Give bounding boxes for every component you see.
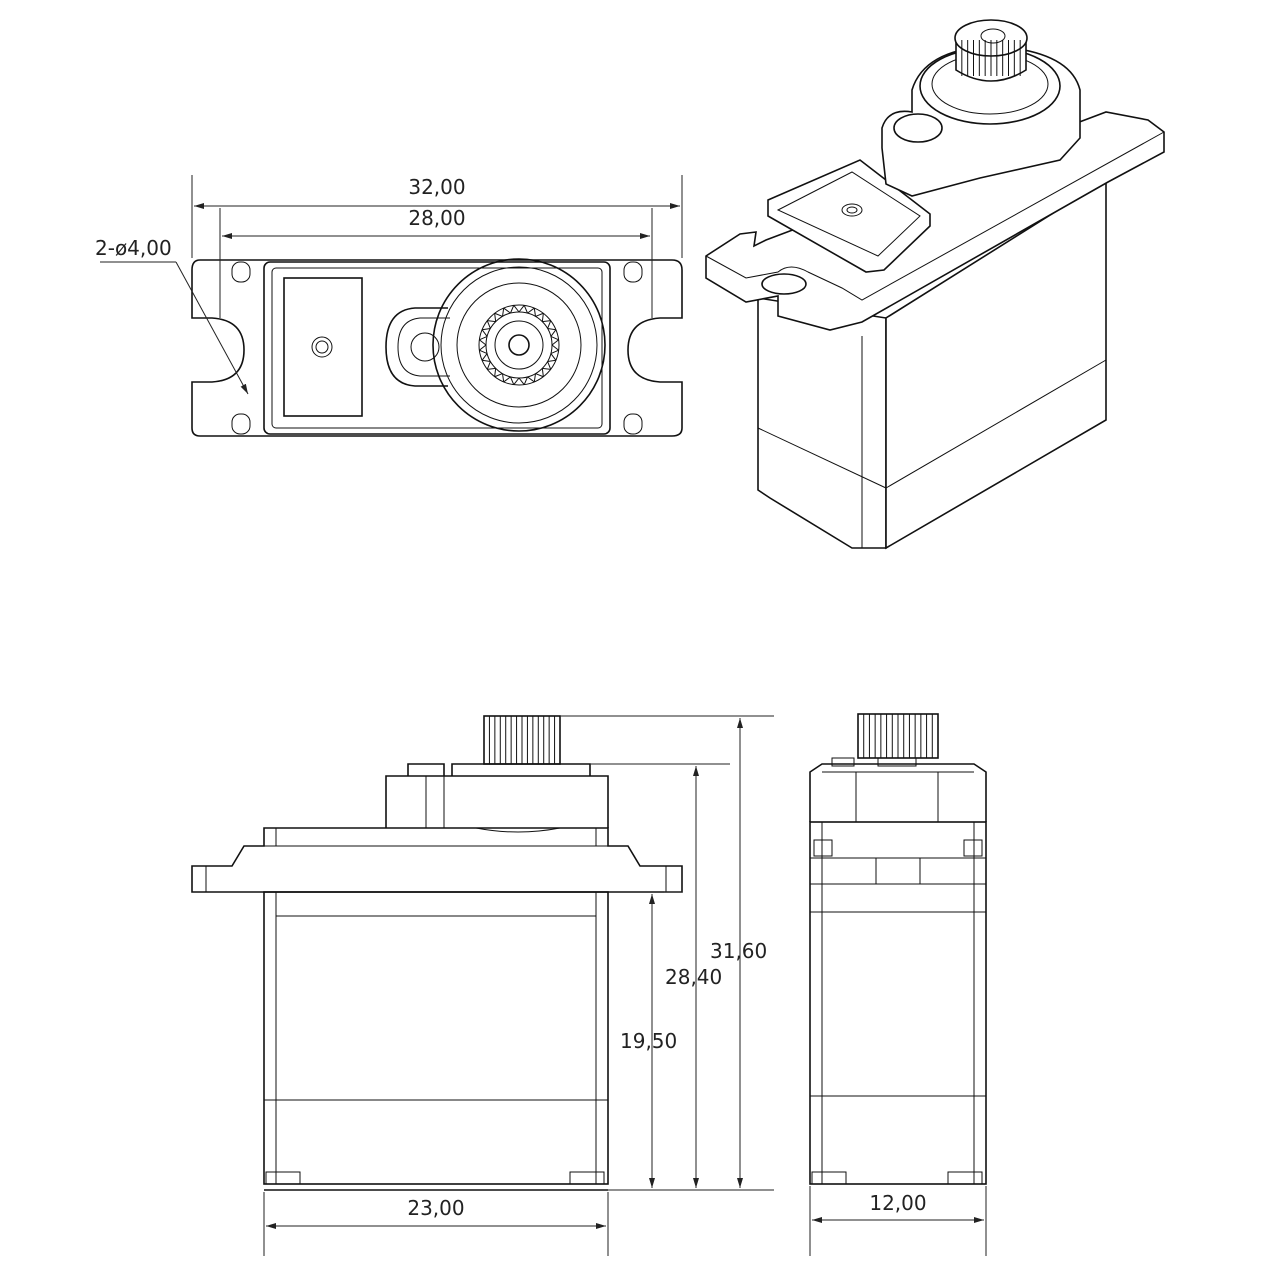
spline-tooth-line [494, 313, 497, 322]
spline-tooth-line [487, 320, 496, 323]
spline-tooth-line [542, 367, 551, 370]
spline-tooth-line [523, 376, 529, 385]
spline-tooth-line [518, 305, 525, 313]
dim-body-depth: 12,00 [869, 1191, 926, 1215]
spline-tooth-line [479, 349, 488, 355]
side-view-output-spline [857, 713, 939, 759]
spline-tooth-line [550, 353, 557, 361]
spline-tooth-line [481, 353, 488, 361]
spline-tooth-line [541, 368, 544, 377]
spline-tooth-line [503, 376, 511, 383]
dim-total-height: 31,60 [710, 939, 767, 963]
spline-tooth-line [487, 367, 496, 370]
dim-top-width-inner: 28,00 [408, 206, 465, 230]
isometric-view [705, 19, 1165, 550]
iso-output-spline [954, 19, 1028, 82]
spline-tooth-line [523, 305, 529, 314]
spline-tooth-line [541, 313, 544, 322]
spline-tooth-line [502, 307, 505, 317]
dim-hole-diameter: 2-ø4,00 [95, 236, 172, 260]
spline-tooth-line [481, 329, 488, 337]
spline-tooth-line [527, 376, 535, 383]
spline-tooth-line [503, 307, 511, 314]
spline-tooth-line [479, 335, 488, 341]
spline-tooth-line [550, 349, 559, 355]
spline-tooth-line [535, 312, 544, 317]
front-view: 31,60 28,40 19,50 23,00 [191, 715, 774, 1256]
spline-tooth-line [550, 329, 557, 337]
spline-tooth-line [494, 373, 503, 378]
spline-tooth-line [479, 344, 487, 351]
dim-height-to-case-top: 28,40 [665, 965, 722, 989]
spline-tooth-line [533, 307, 536, 317]
top-view-screw-hole [508, 334, 530, 356]
side-view: 12,00 [809, 713, 987, 1256]
spline-tooth-line [547, 328, 557, 331]
front-view-flange [191, 827, 683, 893]
top-view-flange [191, 259, 683, 437]
spline-tooth-line [551, 339, 559, 346]
top-view-label-plate [283, 277, 363, 417]
spline-tooth-line [509, 376, 515, 385]
spline-tooth-line [527, 307, 535, 314]
spline-tooth-line [547, 320, 552, 329]
spline-tooth-line [509, 305, 515, 314]
front-view-output-spline [483, 715, 561, 765]
spline-tooth-line [547, 361, 552, 370]
spline-tooth-line [513, 377, 520, 385]
spline-tooth-line [518, 377, 525, 385]
spline-tooth-line [513, 305, 520, 313]
iso-flange [705, 111, 1165, 331]
spline-tooth-line [547, 359, 557, 362]
spline-tooth-line [550, 335, 559, 341]
spline-tooth-line [542, 320, 551, 323]
top-view-spline-teeth [479, 305, 559, 385]
spline-tooth-line [494, 368, 497, 377]
spline-tooth-line [486, 361, 491, 370]
spline-tooth-line [481, 328, 491, 331]
spline-tooth-line [551, 344, 559, 351]
top-view: 32,00 28,00 2-ø4,00 [95, 175, 683, 437]
dim-height-to-flange: 19,50 [620, 1029, 677, 1053]
dim-top-width-outer: 32,00 [408, 175, 465, 199]
top-view-output-housing [432, 258, 606, 432]
spline-tooth-line [486, 320, 491, 329]
spline-tooth-line [535, 373, 544, 378]
spline-tooth-line [481, 359, 491, 362]
spline-tooth-line [479, 339, 487, 346]
spline-tooth-line [502, 373, 505, 383]
spline-tooth-line [533, 373, 536, 383]
dim-body-width: 23,00 [407, 1196, 464, 1220]
front-view-body [263, 891, 609, 1185]
top-view-case [263, 261, 611, 435]
spline-tooth-line [494, 312, 503, 317]
side-view-body [809, 821, 987, 1185]
